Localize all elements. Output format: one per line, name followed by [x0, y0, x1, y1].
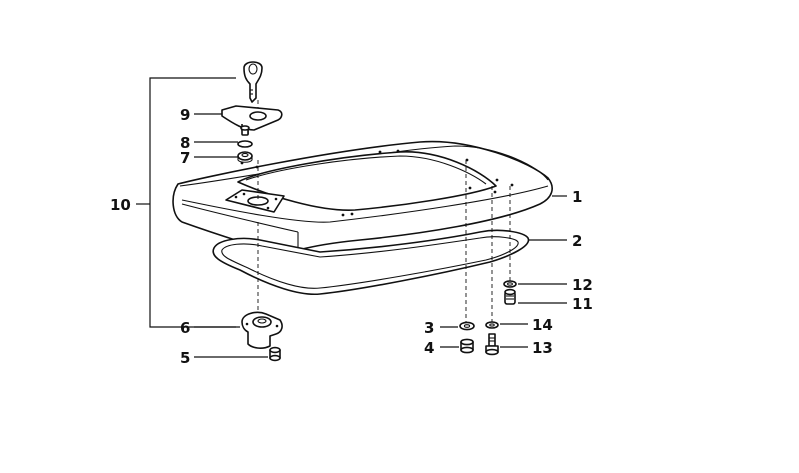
part-12-washer [503, 280, 517, 288]
part-4-nut [460, 338, 474, 354]
callout-3: 3 [424, 319, 434, 337]
callout-7: 7 [180, 149, 190, 167]
part-7-washer [237, 140, 253, 163]
group-10-bracket [136, 77, 236, 328]
part-9-lock-plate [221, 105, 283, 135]
callout-11: 11 [572, 295, 593, 313]
callout-6: 6 [180, 319, 190, 337]
leader-lines [194, 113, 567, 358]
part-6-latch [241, 311, 283, 349]
part-5-bolt [269, 346, 281, 362]
callout-12: 12 [572, 276, 593, 294]
part-13-bolt [485, 333, 499, 356]
part-2-gasket [212, 229, 530, 296]
callout-2: 2 [572, 232, 582, 250]
part-3-washer [459, 321, 475, 331]
callout-10: 10 [110, 196, 131, 214]
callout-13: 13 [532, 339, 553, 357]
part-14-washer [485, 321, 499, 329]
callout-1: 1 [572, 188, 582, 206]
callout-5: 5 [180, 349, 190, 367]
callout-labels: 1 2 3 4 5 6 7 8 9 10 11 12 13 14 [110, 106, 593, 367]
part-8-small-screw [240, 125, 250, 136]
callout-9: 9 [180, 106, 190, 124]
callout-8: 8 [180, 134, 190, 152]
callout-14: 14 [532, 316, 553, 334]
callout-4: 4 [424, 339, 434, 357]
part-11-screw [504, 288, 516, 305]
key-icon [243, 61, 263, 103]
part-1-cover-frame [172, 140, 553, 259]
